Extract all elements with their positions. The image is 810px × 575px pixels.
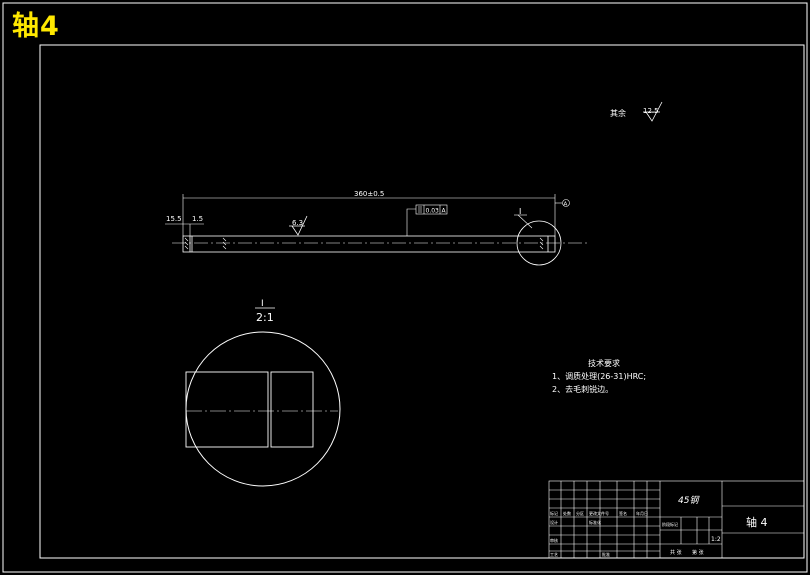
shaft-main-view: 360±0.5 A 15.5 1.5 6.3 0.03 A I <box>165 190 588 266</box>
tolerance-frame-box <box>415 204 448 215</box>
dim-left-step: 15.5 <box>166 215 182 223</box>
detail-callout-leader <box>517 214 533 229</box>
detail-boundary-circle <box>185 331 341 487</box>
tb-zone: 分区 <box>576 510 584 516</box>
roughness-symbol <box>643 101 663 122</box>
tb-sign: 签名 <box>619 510 627 516</box>
tb-mark: 标记 <box>550 510 558 516</box>
tolerance-datum: A <box>442 208 447 215</box>
detail-shaft-right <box>270 371 314 448</box>
rest-label: 其余 <box>610 108 626 118</box>
shaft-body <box>182 235 556 253</box>
tb-standard: 标准化 <box>589 519 601 525</box>
dim-left-step-small: 1.5 <box>192 215 203 223</box>
technical-requirements: 技术要求 1、调质处理(26-31)HRC; 2、去毛刺锐边。 <box>552 358 646 394</box>
detail-callout-letter: I <box>519 207 521 216</box>
tech-req-title: 技术要求 <box>588 358 620 368</box>
tb-design: 设计 <box>550 519 558 525</box>
rest-roughness-value: 12.5 <box>643 107 659 115</box>
shaft-roughness-symbol <box>289 215 308 236</box>
tb-count: 处数 <box>563 510 571 516</box>
title-block <box>548 480 805 559</box>
tb-material: 45钢 <box>678 495 700 506</box>
tb-process: 工艺 <box>550 552 558 557</box>
tb-approve: 批准 <box>602 551 610 557</box>
detail-callout-circle <box>516 220 562 266</box>
title-block-frame <box>548 480 805 559</box>
tb-date: 年月日 <box>636 510 648 516</box>
tolerance-value: 0.03 <box>426 208 440 215</box>
tech-req-item-1: 1、调质处理(26-31)HRC; <box>552 371 646 381</box>
dim-overall-length: 360±0.5 <box>354 190 384 198</box>
tb-stage: 阶段标记 <box>662 521 678 527</box>
datum-circle <box>562 199 570 207</box>
tb-sheet-no: 第 张 <box>692 549 704 556</box>
tb-change-doc: 更改文件号 <box>589 510 609 516</box>
left-groove-hatch <box>184 237 227 250</box>
detail-scale: 2:1 <box>256 311 274 324</box>
shaft-roughness-value: 6.3 <box>292 219 303 227</box>
tb-part-name: 轴 4 <box>746 515 768 529</box>
datum-letter: A <box>564 202 568 208</box>
sheet-inner-border <box>39 44 805 559</box>
right-groove-hatch <box>539 237 544 250</box>
detail-shaft-left <box>185 371 269 448</box>
detail-view: I 2:1 <box>185 299 341 487</box>
surface-finish-rest: 其余 12.5 <box>610 101 663 122</box>
tb-review: 审核 <box>550 537 558 543</box>
title-block-text: 标记 处数 分区 更改文件号 签名 年月日 设计 标准化 阶段标记 审核 工艺 … <box>550 495 768 557</box>
drawing-corner-title: 轴4 <box>12 11 60 42</box>
tolerance-frame: 0.03 A <box>406 204 448 236</box>
tech-req-item-2: 2、去毛刺锐边。 <box>552 384 613 394</box>
tb-sheets-total: 共 张 <box>670 549 682 556</box>
detail-label: I <box>261 299 264 309</box>
tb-scale: 1:2 <box>711 536 721 543</box>
tolerance-leader <box>406 208 416 236</box>
